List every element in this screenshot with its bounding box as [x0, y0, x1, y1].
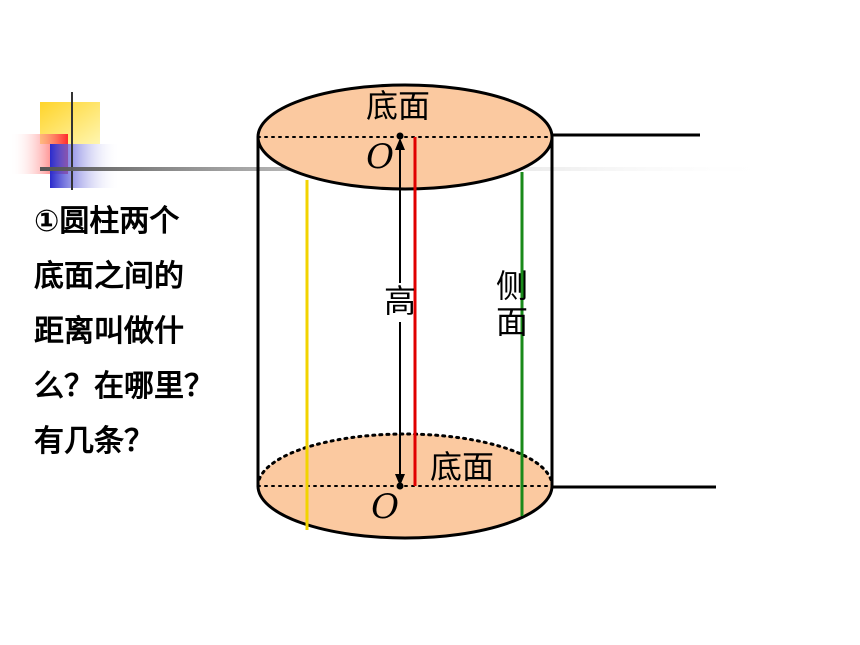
top-center-label: O — [366, 137, 394, 177]
question-line: 底面之间的 — [34, 259, 184, 294]
height-line — [395, 132, 405, 490]
question-line: 距离叫做什 — [34, 314, 184, 349]
height-label: 高 — [384, 282, 416, 320]
question-line: 么？在哪里？ — [34, 369, 214, 404]
bottom-base-label: 底面 — [430, 448, 494, 486]
bottom-base-back-edge — [256, 432, 554, 488]
question-line: 有几条？ — [34, 424, 154, 459]
lateral-label-top: 侧 — [496, 267, 528, 305]
lateral-label-bottom: 面 — [496, 303, 528, 341]
top-base-label: 底面 — [366, 87, 430, 125]
question-line: ①圆柱两个 — [34, 204, 180, 239]
question-text: ①圆柱两个 底面之间的 距离叫做什 么？在哪里？ 有几条？ — [34, 194, 234, 469]
bottom-center-label: O — [371, 487, 399, 527]
bottom-base-front-edge — [256, 485, 554, 540]
